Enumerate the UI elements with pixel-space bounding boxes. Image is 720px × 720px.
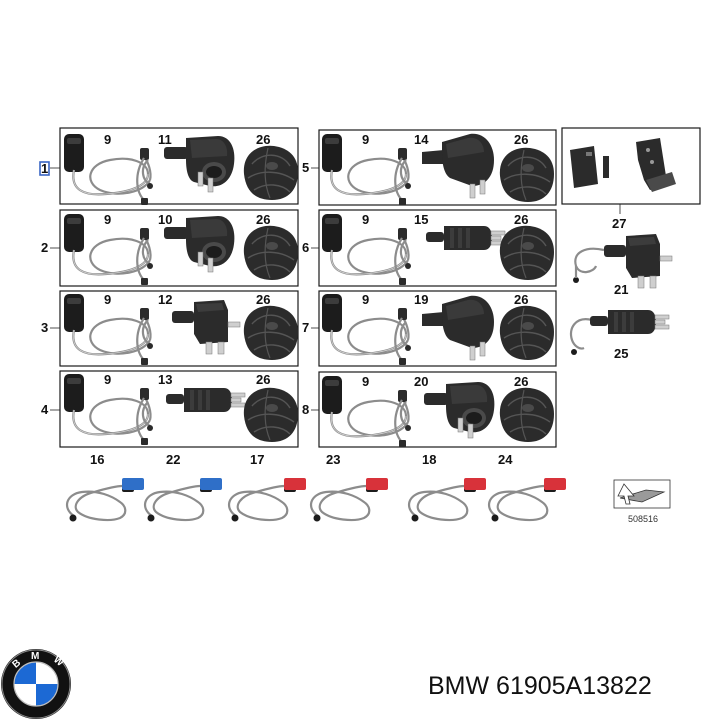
uk-plug-part: 21 — [573, 233, 673, 297]
part-label: 22 — [166, 452, 180, 467]
part-number-label: BMW 61905A13822 — [428, 672, 652, 700]
row-label: 1 — [41, 161, 48, 176]
part-label: 9 — [362, 212, 369, 227]
adapter-cable-18: 18 — [407, 452, 486, 523]
row-label: 6 — [302, 240, 309, 255]
set-row-5: 5 9 14 26 — [302, 129, 557, 207]
set-row-4: 4 9 13 26 — [41, 370, 299, 448]
part-label: 9 — [362, 132, 369, 147]
part-label: 14 — [414, 132, 429, 147]
part-label: 9 — [362, 374, 369, 389]
row-label: 2 — [41, 240, 48, 255]
part-label: 26 — [514, 132, 528, 147]
reference-code: 508516 — [628, 514, 658, 524]
part-label: 9 — [104, 132, 111, 147]
part-label: 9 — [362, 292, 369, 307]
part-label: 26 — [256, 212, 270, 227]
part-label: 9 — [104, 372, 111, 387]
set-row-1: 1 9 11 26 — [39, 127, 299, 207]
part-label: 27 — [612, 216, 626, 231]
part-label: 13 — [158, 372, 172, 387]
part-label: 26 — [514, 212, 528, 227]
swiss-plug-icon — [589, 309, 670, 335]
swiss-plug-part: 25 — [569, 309, 670, 361]
view-arrow-icon — [617, 483, 666, 505]
bmw-roundel-icon: B M W — [1, 649, 71, 719]
part-label: 9 — [104, 292, 111, 307]
part-label: 20 — [414, 374, 428, 389]
set-row-2: 2 9 10 26 — [41, 209, 299, 287]
adapter-cable-22: 22 — [143, 452, 222, 523]
part-label: 26 — [514, 292, 528, 307]
part-label: 12 — [158, 292, 172, 307]
part-label: 26 — [514, 374, 528, 389]
row-label: 4 — [41, 402, 49, 417]
row-label: 8 — [302, 402, 309, 417]
wall-bracket-icon — [570, 138, 676, 192]
part-label: 24 — [498, 452, 513, 467]
row-label: 5 — [302, 160, 309, 175]
row-label: 7 — [302, 320, 309, 335]
part-label: 26 — [256, 292, 270, 307]
part-label: 19 — [414, 292, 428, 307]
adapter-cable-17: 17 — [227, 452, 306, 523]
part-label: 10 — [158, 212, 172, 227]
adapter-cable-24: 24 — [487, 452, 566, 523]
part-label: 23 — [326, 452, 340, 467]
svg-text:M: M — [31, 651, 39, 662]
set-row-6: 6 9 15 26 — [302, 209, 557, 287]
set-row-8: 8 9 20 26 — [302, 371, 557, 449]
part-label: 25 — [614, 346, 628, 361]
set-row-3: 3 9 12 26 — [41, 290, 299, 367]
part-label: 15 — [414, 212, 428, 227]
wall-bracket-set: 27 — [561, 127, 701, 231]
adapter-cable-23: 23 — [309, 452, 388, 523]
part-label: 9 — [104, 212, 111, 227]
part-label: 11 — [158, 132, 172, 147]
reference-view-box: 508516 — [613, 479, 671, 524]
uk-plug-icon — [603, 233, 673, 289]
part-label: 17 — [250, 452, 264, 467]
adapter-cable-16: 16 — [65, 452, 144, 523]
set-row-7: 7 9 19 26 — [302, 290, 557, 367]
row-label: 3 — [41, 320, 48, 335]
part-label: 26 — [256, 132, 270, 147]
part-label: 16 — [90, 452, 104, 467]
part-label: 21 — [614, 282, 628, 297]
part-label: 26 — [256, 372, 270, 387]
part-label: 18 — [422, 452, 436, 467]
